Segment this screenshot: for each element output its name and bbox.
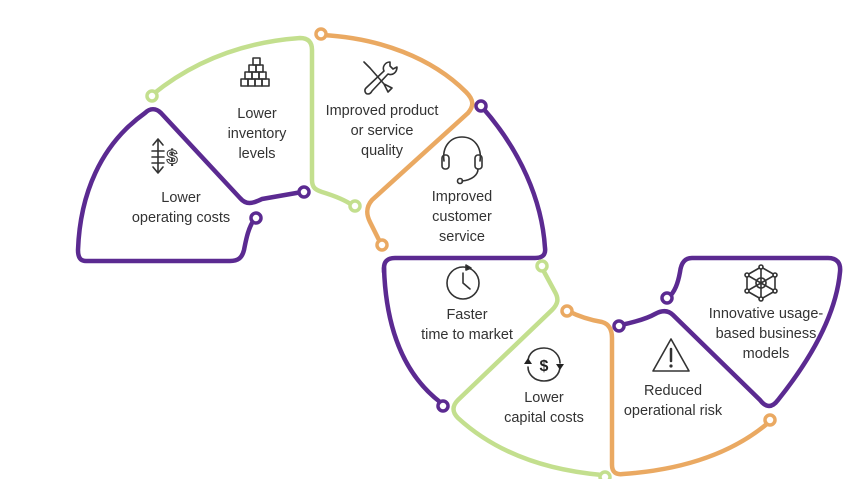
segment-outline-reduced-risk (565, 308, 771, 477)
label-line: Lower (524, 390, 564, 406)
label-line: service (439, 229, 485, 245)
label-line: models (742, 346, 790, 362)
label-line: operating costs (131, 210, 231, 226)
label-line: Faster (446, 307, 488, 323)
label-line: quality (361, 143, 403, 159)
wrench-screwdriver-icon (363, 61, 398, 95)
segment-outline-faster-time (381, 265, 443, 405)
label-reduced-operational-risk: Reduced operational risk (624, 381, 722, 421)
label-innovative-business-models: Innovative usage- based business models (709, 304, 823, 364)
node (535, 259, 549, 273)
node (474, 99, 488, 113)
label-line: Reduced (643, 383, 703, 399)
segment-outline-lower-inventory (149, 35, 355, 208)
node (375, 238, 389, 252)
node (348, 199, 362, 213)
node (314, 27, 328, 41)
label-line: or service (350, 123, 414, 139)
node (297, 185, 311, 199)
network-cube-icon (744, 264, 778, 302)
label-line: capital costs (504, 410, 584, 426)
label-faster-time-to-market: Faster time to market (421, 305, 513, 345)
dollar-cycle-icon: $ (524, 347, 564, 382)
label-line: time to market (421, 327, 513, 343)
node (145, 89, 159, 103)
label-line: Improved product (325, 103, 439, 119)
label-line: Lower (237, 106, 277, 122)
headset-icon (441, 136, 483, 185)
segment-outline-lower-capital (451, 265, 605, 478)
label-lower-inventory-levels: Lower inventory levels (228, 104, 287, 164)
node (612, 319, 626, 333)
label-line: Innovative usage- (708, 306, 824, 322)
stacked-boxes-icon (240, 57, 270, 87)
label-line: Lower (161, 190, 201, 206)
clock-icon (446, 264, 480, 300)
node (763, 413, 777, 427)
warning-triangle-icon (652, 338, 690, 372)
label-line: customer (432, 209, 492, 225)
segment-outline-innovative (618, 255, 843, 409)
label-line: levels (238, 146, 276, 162)
node (560, 304, 574, 318)
label-line: based business (715, 326, 817, 342)
segment-outline-lower-operating-costs (75, 107, 305, 264)
node (660, 291, 674, 305)
label-lower-capital-costs: Lower capital costs (504, 388, 584, 428)
label-improved-customer-service: Improved customer service (432, 187, 492, 247)
svg-text:$: $ (540, 358, 549, 375)
segment-outline-improved-product (319, 32, 475, 245)
label-lower-operating-costs: Lower operating costs (132, 188, 230, 228)
label-line: inventory (227, 126, 287, 142)
label-line: operational risk (623, 403, 723, 419)
svg-text:$: $ (166, 147, 177, 169)
label-improved-product-quality: Improved product or service quality (326, 101, 439, 161)
label-line: Improved (431, 189, 493, 205)
node (249, 211, 263, 225)
node (436, 399, 450, 413)
node (598, 470, 612, 479)
segment-outline-improved-customer (381, 104, 548, 275)
dollar-arrows-icon: $ (151, 138, 178, 174)
